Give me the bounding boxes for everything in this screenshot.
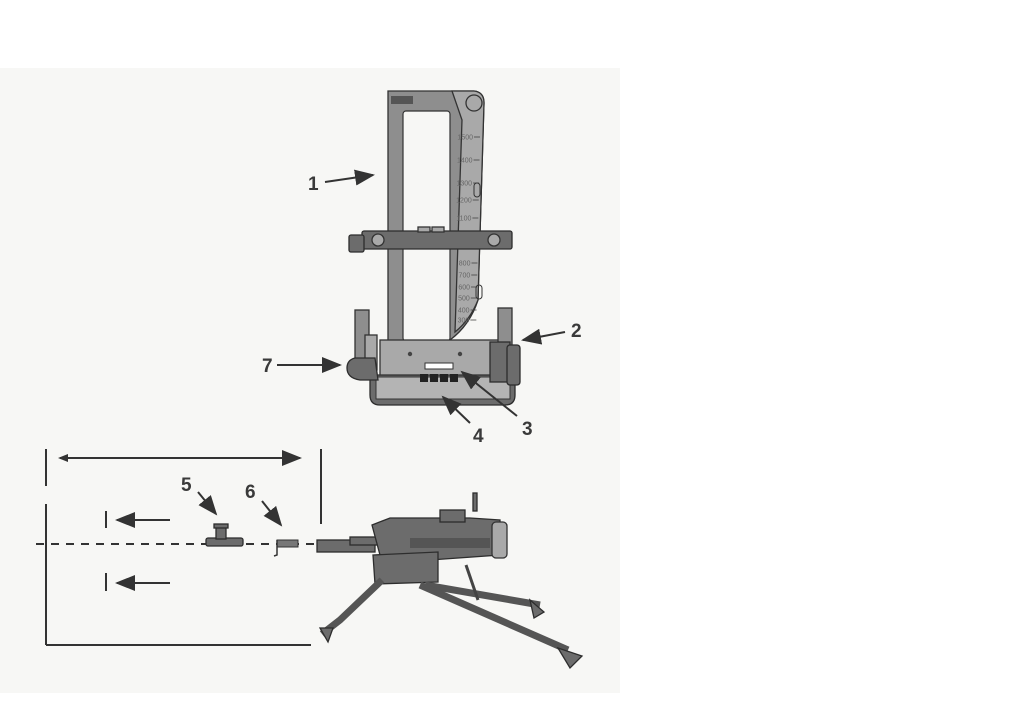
range-slide-lower: [475, 284, 483, 300]
callout-6: 6: [245, 482, 256, 503]
tripod-rear-leg-right: [424, 581, 541, 609]
callouts: 1 2 3 4 5 6 7: [181, 169, 582, 527]
windage-scale-blocks: [420, 374, 458, 382]
rear-sight-blade: [273, 539, 299, 557]
rear-sight-assembly: 1500 1400 1300 1200 1100 800 700 600 500 400 300: [346, 90, 521, 406]
tripod-front-leg: [319, 577, 385, 637]
range-slide-upper: [473, 182, 481, 198]
charging-handle: [472, 492, 478, 512]
knurl-plate: [391, 96, 413, 104]
release-lever[interactable]: [346, 357, 379, 381]
range-scale-strip: [451, 90, 485, 334]
scale-label: 700: [459, 273, 471, 280]
scale-label: 1200: [456, 198, 472, 205]
scale-label: 500: [458, 296, 470, 303]
callout-2: 2: [571, 321, 582, 342]
machine-gun-on-tripod: [316, 492, 584, 670]
scale-label: 1100: [456, 216, 471, 223]
scale-label: 1300: [457, 181, 473, 188]
cradle: [372, 551, 439, 585]
crossbar-screw-right: [487, 233, 501, 247]
scale-label: 1500: [457, 135, 473, 142]
windage-knob[interactable]: [348, 234, 365, 253]
callout-7: 7: [262, 356, 273, 377]
callout-1: 1: [308, 174, 319, 195]
top-knob: [465, 94, 483, 112]
callout-5: 5: [181, 475, 192, 496]
tripod-rear-leg-left: [418, 581, 570, 654]
boresight-schematic: [36, 449, 322, 646]
front-sight: [205, 523, 244, 547]
windage-index: [424, 362, 454, 370]
scale-label: 800: [459, 261, 471, 268]
sight-mount: [379, 339, 503, 376]
scale-label: 1400: [457, 158, 473, 165]
scale-label: 600: [458, 285, 470, 292]
callout-3: 3: [522, 419, 533, 440]
spade-grips[interactable]: [491, 521, 508, 559]
range-scale: 1500 1400 1300 1200 1100 800 700 600 500 400 300: [456, 135, 480, 325]
scale-label: 400: [458, 308, 470, 315]
traverse-screw: [464, 564, 480, 601]
scale-label: 300: [458, 318, 470, 325]
sight-window: [402, 110, 451, 342]
callout-4: 4: [473, 426, 484, 447]
crossbar-screw-left: [371, 233, 385, 247]
